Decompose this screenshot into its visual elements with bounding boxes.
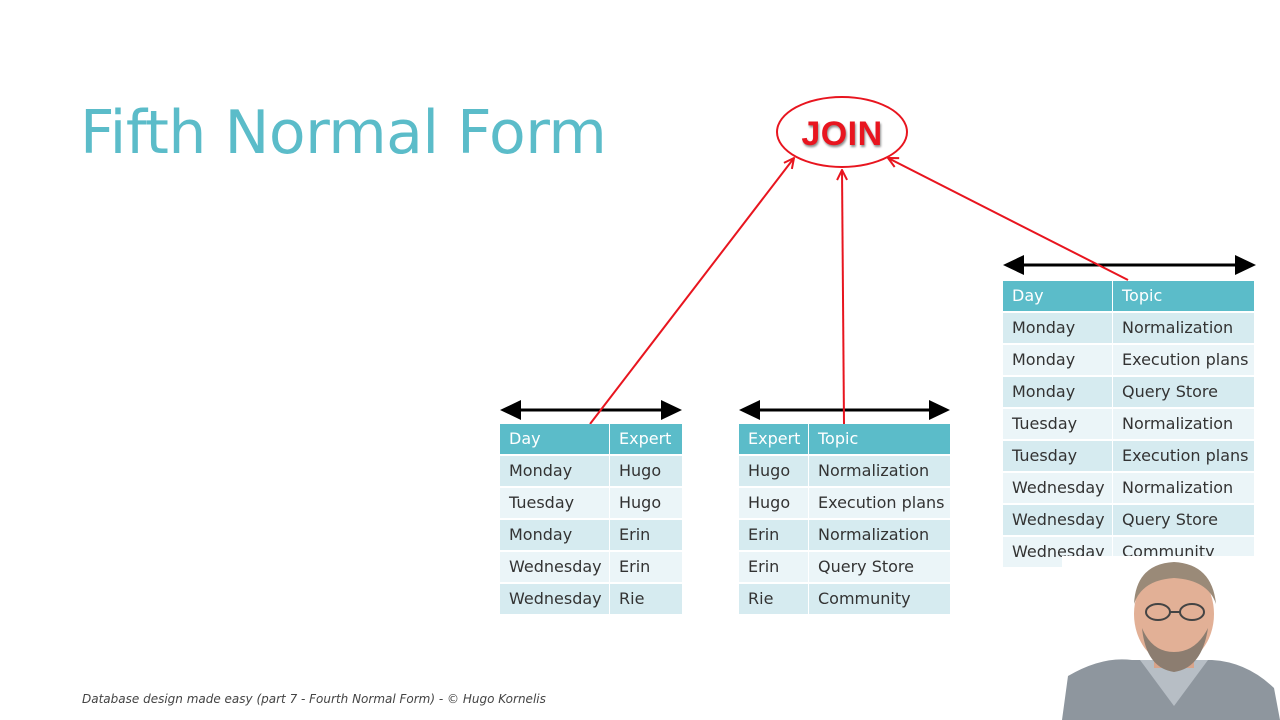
column-header: Day [1003, 281, 1112, 311]
red-arrow-right [888, 158, 1129, 281]
table-cell: Wednesday [1003, 505, 1112, 535]
width-arrow-day-expert [500, 400, 682, 420]
table-cell: Wednesday [1003, 537, 1112, 567]
join-label: JOIN [801, 115, 883, 153]
table-cell: Normalization [1113, 473, 1254, 503]
table-cell: Rie [739, 584, 808, 614]
slide-footer: Database design made easy (part 7 - Four… [82, 692, 546, 706]
table-cell: Wednesday [500, 552, 609, 582]
presenter-image [1062, 556, 1280, 720]
presenter-video [1062, 556, 1280, 720]
table-cell: Tuesday [500, 488, 609, 518]
slide-title: Fifth Normal Form [80, 98, 607, 168]
table-cell: Hugo [739, 488, 808, 518]
table-cell: Community [809, 584, 950, 614]
width-arrow-day-topic [1003, 255, 1256, 275]
column-header: Day [500, 424, 609, 454]
table-cell: Monday [1003, 377, 1112, 407]
join-ellipse [776, 96, 908, 168]
table-cell: Monday [1003, 345, 1112, 375]
table-cell: Execution plans [809, 488, 950, 518]
table-cell: Erin [610, 520, 682, 550]
table-cell: Tuesday [1003, 441, 1112, 471]
column-header: Expert [610, 424, 682, 454]
column-header: Expert [739, 424, 808, 454]
table-cell: Execution plans [1113, 345, 1254, 375]
table-cell: Erin [739, 552, 808, 582]
table-cell: Hugo [739, 456, 808, 486]
table-cell: Tuesday [1003, 409, 1112, 439]
table-cell: Hugo [610, 488, 682, 518]
table-cell: Wednesday [500, 584, 609, 614]
table-cell: Hugo [610, 456, 682, 486]
table-cell: Normalization [1113, 313, 1254, 343]
table-cell: Execution plans [1113, 441, 1254, 471]
table-cell: Normalization [809, 456, 950, 486]
column-header: Topic [1113, 281, 1254, 311]
table-cell: Query Store [1113, 377, 1254, 407]
table-cell: Normalization [1113, 409, 1254, 439]
table-cell: Erin [739, 520, 808, 550]
red-arrow-left [589, 158, 794, 425]
table-cell: Rie [610, 584, 682, 614]
table-cell: Query Store [809, 552, 950, 582]
table-cell: Monday [1003, 313, 1112, 343]
red-arrow-middle [842, 170, 844, 425]
table-cell: Normalization [809, 520, 950, 550]
table-cell: Wednesday [1003, 473, 1112, 503]
table-cell: Query Store [1113, 505, 1254, 535]
column-header: Topic [809, 424, 950, 454]
table-cell: Erin [610, 552, 682, 582]
table-cell: Monday [500, 456, 609, 486]
join-badge: JOIN [776, 96, 908, 168]
table-cell: Monday [500, 520, 609, 550]
